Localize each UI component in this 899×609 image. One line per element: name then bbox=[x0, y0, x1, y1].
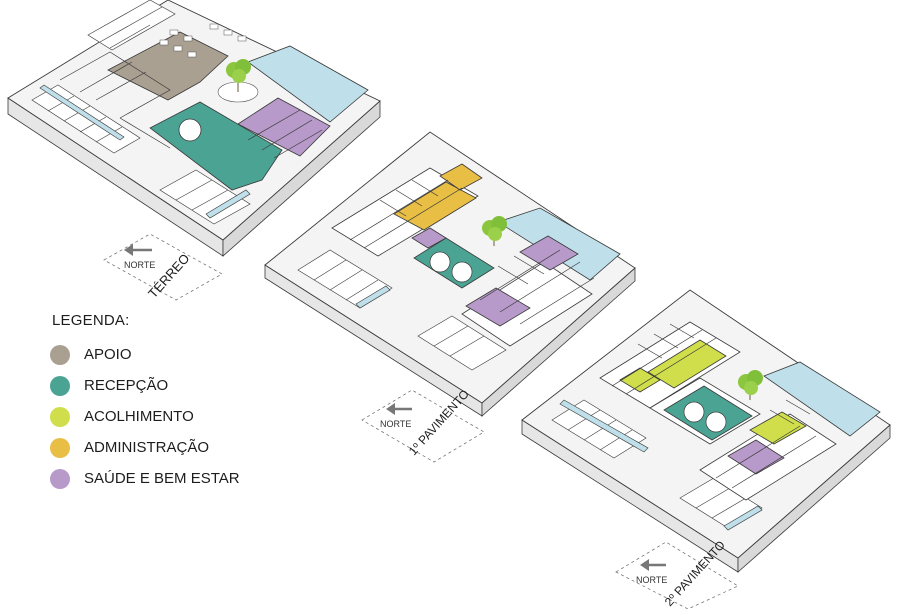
zone-apoio bbox=[107, 31, 229, 101]
legend-item-acolhimento: ACOLHIMENTO bbox=[50, 401, 310, 432]
north-label: NORTE bbox=[124, 260, 155, 270]
floor-label: TÉRREO bbox=[145, 251, 192, 301]
water-pool bbox=[763, 361, 881, 437]
legend-item-saude: SAÚDE E BEM ESTAR bbox=[50, 463, 310, 494]
legend-swatch bbox=[50, 437, 70, 458]
floor-plan-terreo: NORTE TÉRREO bbox=[7, 0, 381, 301]
legend-title: LEGENDA: bbox=[52, 312, 130, 329]
legend-label: ACOLHIMENTO bbox=[84, 408, 194, 425]
north-indicator-1-pavimento: NORTE 1º PAVIMENTO bbox=[361, 387, 485, 463]
tree-icon bbox=[482, 216, 507, 246]
legend-item-apoio: APOIO bbox=[50, 339, 310, 370]
legend-label: RECEPÇÃO bbox=[84, 377, 169, 394]
tree-icon bbox=[226, 59, 251, 92]
legend-label: SAÚDE E BEM ESTAR bbox=[84, 470, 240, 487]
legend-swatch bbox=[50, 375, 70, 396]
zone-acolhimento bbox=[647, 339, 727, 389]
legend-item-recepcao: RECEPÇÃO bbox=[50, 370, 310, 401]
floor-plan-2-pavimento: NORTE 2º PAVIMENTO bbox=[521, 289, 891, 609]
zone-administracao bbox=[393, 181, 477, 231]
floor-label: 1º PAVIMENTO bbox=[406, 387, 472, 458]
water-pool bbox=[247, 45, 369, 123]
legend-label: APOIO bbox=[84, 346, 132, 363]
legend-swatch bbox=[50, 406, 70, 427]
arrow-left-icon bbox=[386, 403, 412, 415]
legend-label: ADMINISTRAÇÃO bbox=[84, 439, 210, 456]
north-indicator-2-pavimento: NORTE 2º PAVIMENTO bbox=[615, 538, 739, 609]
zone-recepcao bbox=[663, 385, 753, 441]
legend-item-administracao: ADMINISTRAÇÃO bbox=[50, 432, 310, 463]
legend-swatch bbox=[50, 344, 70, 365]
arrow-left-icon bbox=[640, 559, 666, 571]
arrow-left-icon bbox=[124, 244, 152, 256]
zone-recepcao bbox=[413, 237, 495, 289]
legend: LEGENDA: APOIO RECEPÇÃO ACOLHIMENTO ADMI… bbox=[50, 312, 310, 494]
parking-area bbox=[31, 84, 141, 154]
legend-swatch bbox=[50, 468, 70, 489]
north-label: NORTE bbox=[636, 575, 667, 585]
zone-saude bbox=[727, 439, 785, 475]
floor-label: 2º PAVIMENTO bbox=[662, 538, 728, 609]
north-label: NORTE bbox=[380, 419, 411, 429]
zone-saude bbox=[465, 287, 531, 327]
zone-saude bbox=[237, 97, 331, 157]
tree-icon bbox=[738, 370, 763, 400]
